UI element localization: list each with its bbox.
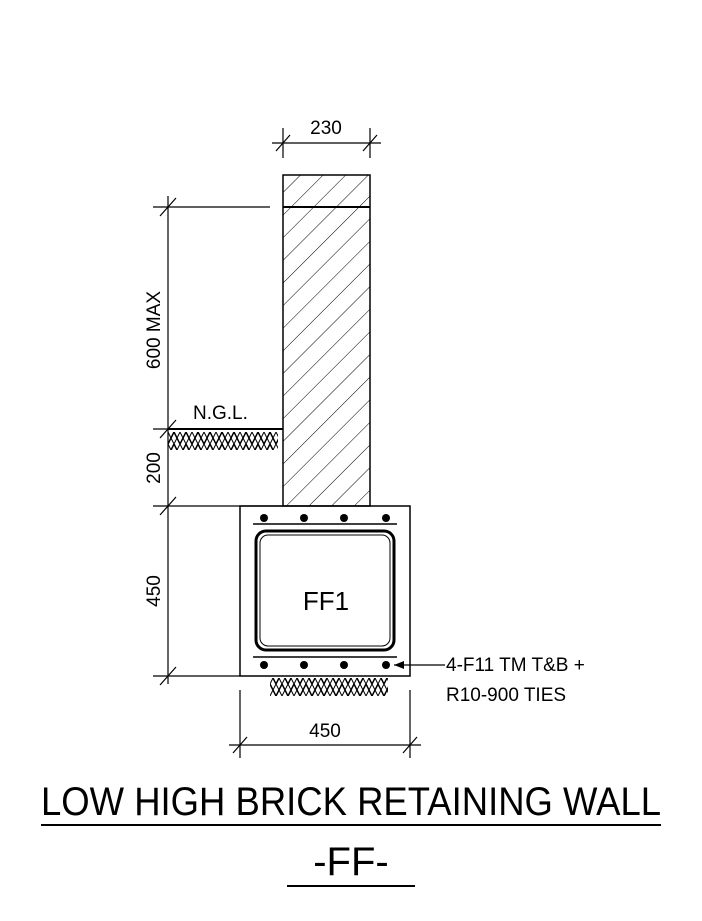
brick-wall bbox=[282, 174, 371, 507]
dimension-footing-width: 450 bbox=[229, 690, 421, 758]
title-sub: -FF- bbox=[313, 840, 389, 884]
rebar-callout: 4-F11 TM T&B + R10-900 TIES bbox=[394, 655, 585, 706]
drawing-title: LOW HIGH BRICK RETAINING WALL -FF- bbox=[41, 780, 661, 887]
dim-200-text: 200 bbox=[144, 452, 165, 484]
dim-600-text: 600 MAX bbox=[144, 291, 165, 369]
ground-level: N.G.L. bbox=[168, 403, 283, 450]
dimension-wall-width: 230 bbox=[272, 118, 381, 158]
footing-mark: FF1 bbox=[303, 586, 349, 616]
ground-below-footing bbox=[270, 678, 388, 696]
dim-450-vertical-text: 450 bbox=[144, 575, 165, 607]
footing: FF1 bbox=[239, 505, 411, 677]
dimension-vertical-chain: 600 MAX 200 450 bbox=[144, 196, 283, 686]
dim-230-text: 230 bbox=[310, 118, 342, 139]
dim-450-horizontal-text: 450 bbox=[309, 721, 341, 742]
title-main: LOW HIGH BRICK RETAINING WALL bbox=[41, 780, 661, 824]
rebar-text-line2: R10-900 TIES bbox=[446, 685, 566, 706]
ngl-label: N.G.L. bbox=[193, 403, 248, 424]
rebar-text-line1: 4-F11 TM T&B + bbox=[446, 655, 585, 676]
